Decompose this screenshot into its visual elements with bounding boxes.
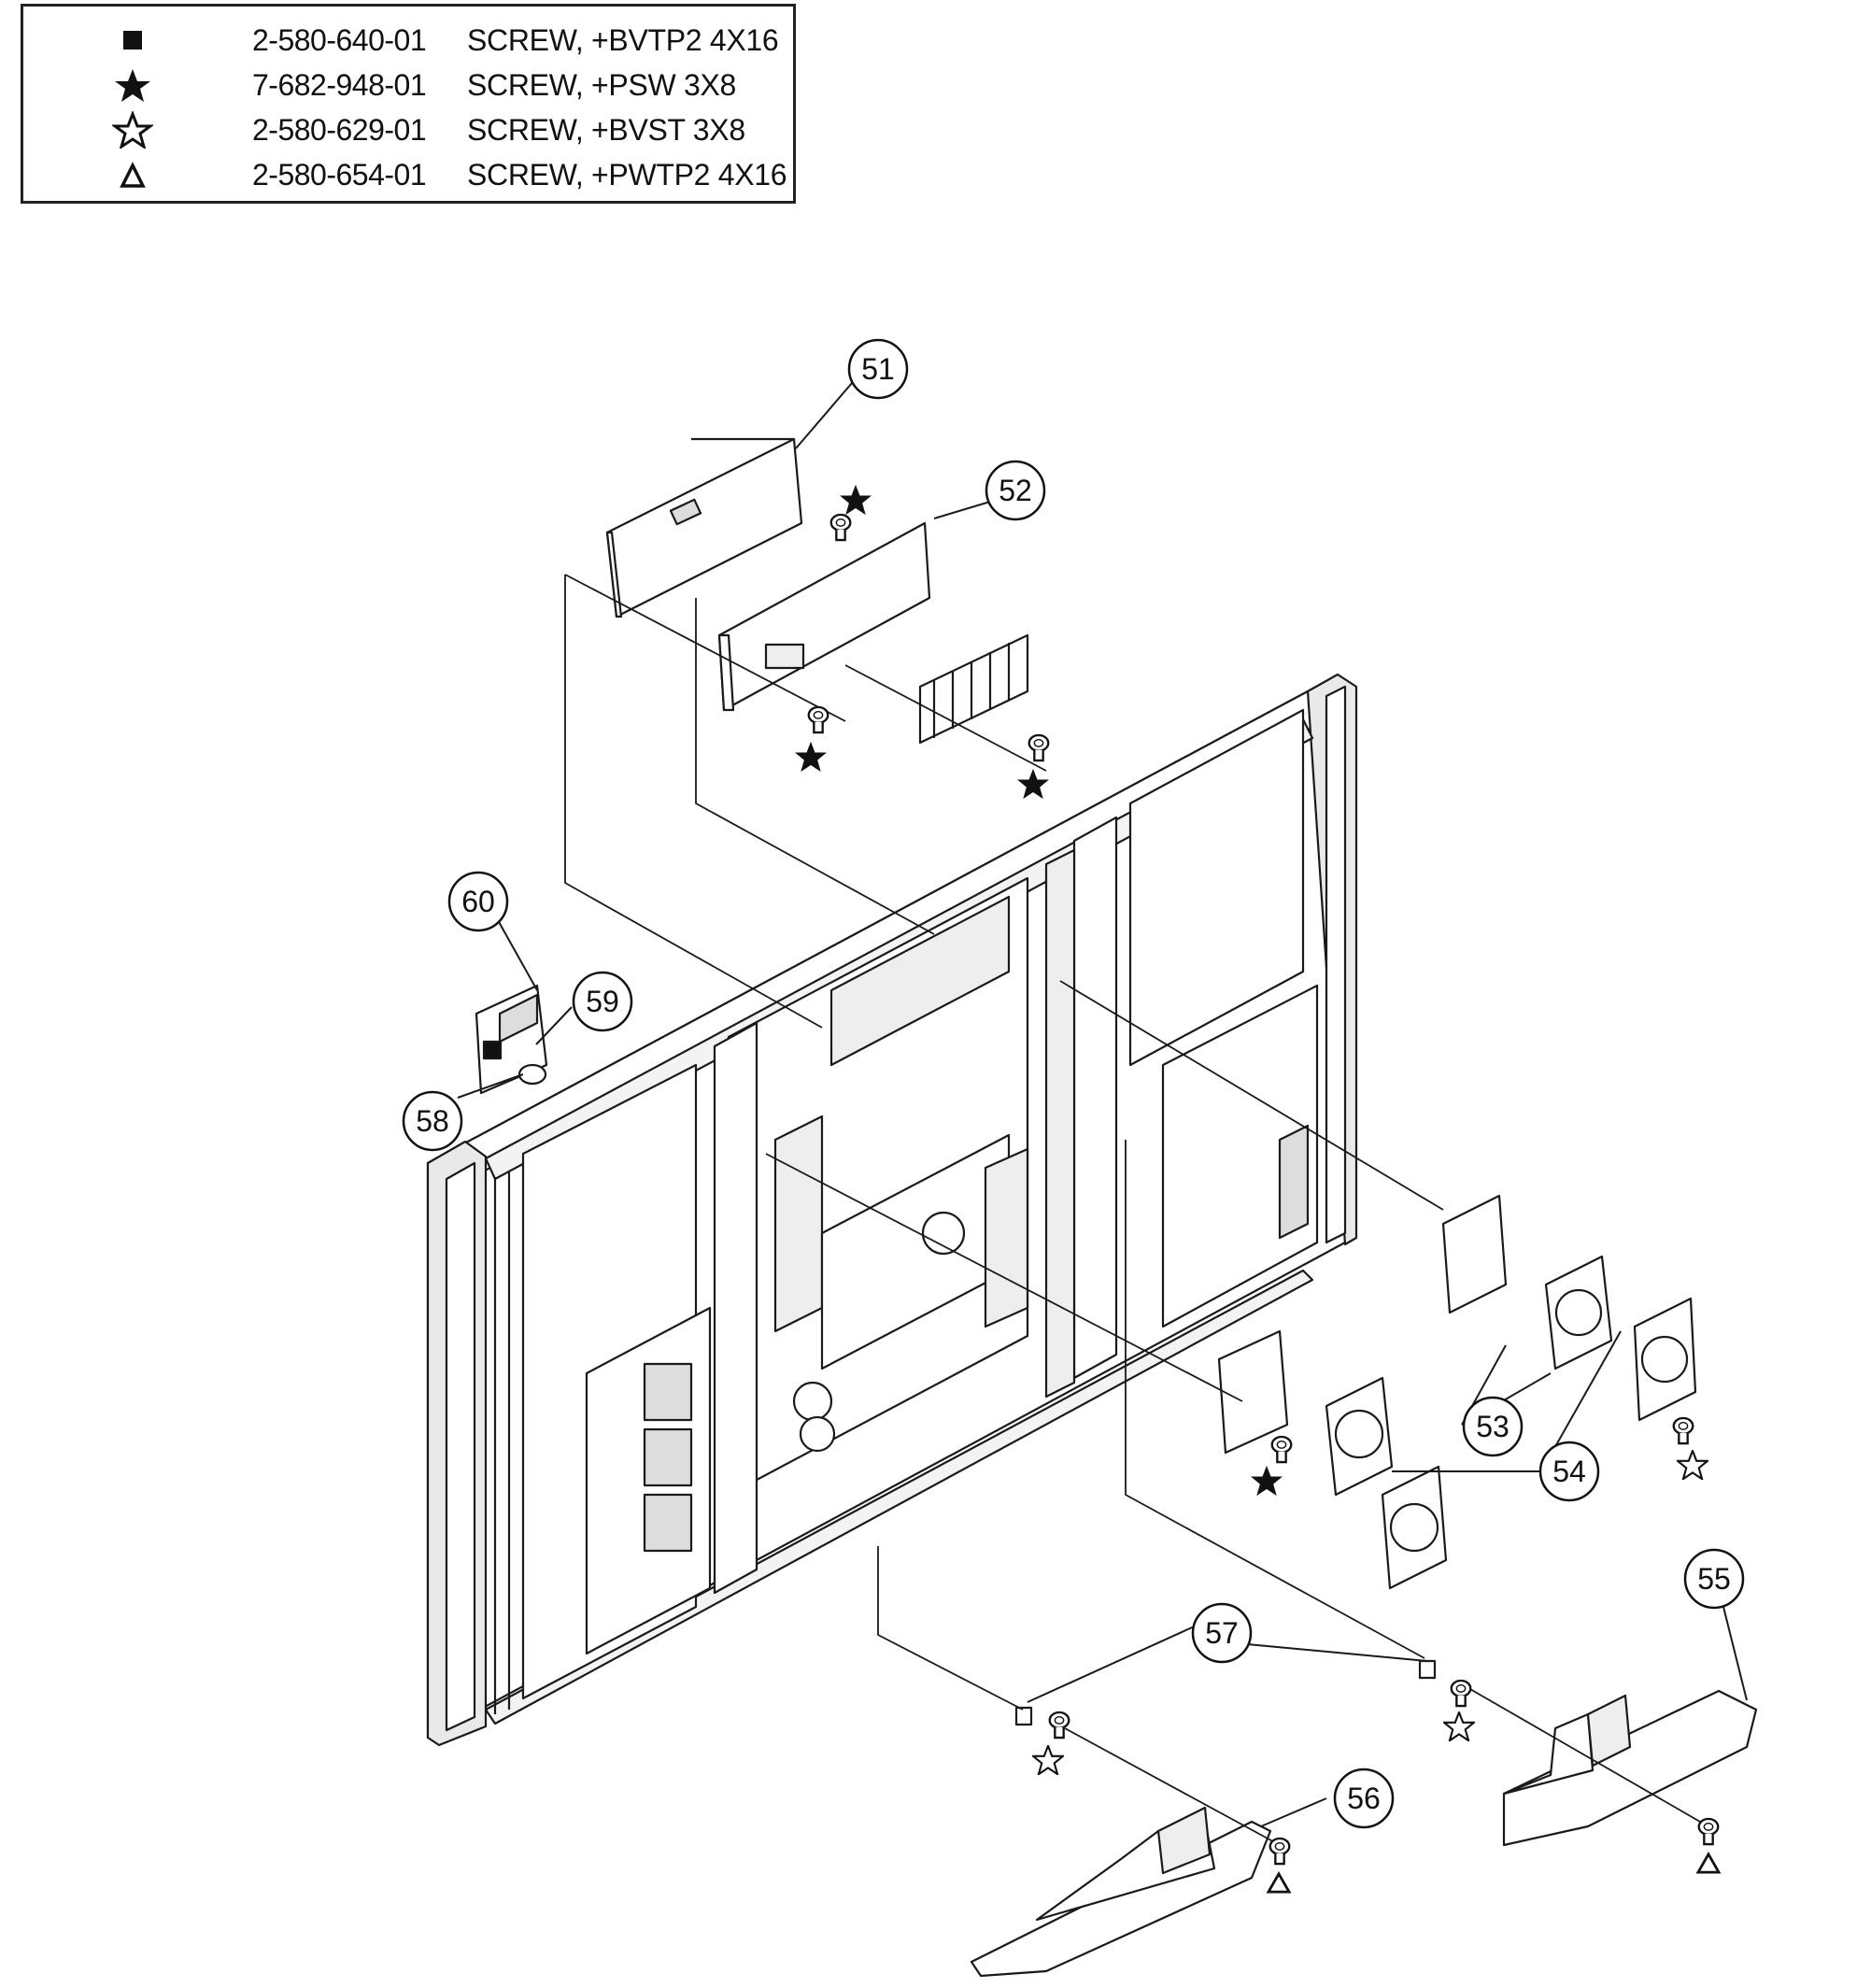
screw-icon <box>1048 1711 1070 1740</box>
legend-part-number: 2-580-640-01 <box>252 23 427 57</box>
heatsink <box>918 633 1029 745</box>
callout-60: 60 <box>447 871 509 932</box>
legend-row: 2-580-629-01 SCREW, +BVST 3X8 <box>23 107 793 152</box>
filled-star-icon <box>840 484 872 516</box>
callout-53: 53 <box>1462 1396 1524 1457</box>
filled-square-icon <box>123 31 142 50</box>
callout-56: 56 <box>1333 1768 1395 1829</box>
board-52 <box>717 521 931 712</box>
open-star-icon <box>1032 1745 1064 1775</box>
open-star-icon <box>1677 1450 1708 1480</box>
open-triangle-icon <box>120 162 146 188</box>
filled-star-icon <box>1017 768 1049 800</box>
open-star-icon <box>1443 1711 1475 1741</box>
guide-lines <box>564 574 1701 1846</box>
open-star-icon <box>112 111 153 149</box>
screw-icon <box>1697 1817 1720 1846</box>
callout-58: 58 <box>402 1090 463 1152</box>
open-triangle-icon <box>1267 1872 1291 1894</box>
legend-description: SCREW, +BVTP2 4X16 <box>467 23 779 57</box>
callout-label: 60 <box>461 885 495 918</box>
legend-row: 2-580-640-01 SCREW, +BVTP2 4X16 <box>23 18 793 63</box>
filled-star-icon <box>115 69 150 102</box>
stand-56 <box>970 1806 1272 1978</box>
screw-legend: 2-580-640-01 SCREW, +BVTP2 4X16 7-682-94… <box>21 4 796 204</box>
callout-label: 53 <box>1476 1410 1510 1443</box>
callout-label: 58 <box>416 1104 449 1138</box>
legend-description: SCREW, +BVST 3X8 <box>467 113 745 147</box>
filled-star-icon <box>1251 1465 1283 1497</box>
screw-icon <box>1269 1837 1291 1866</box>
legend-part-number: 2-580-654-01 <box>252 158 427 192</box>
callout-label: 54 <box>1552 1455 1586 1488</box>
bracket-58-60 <box>475 984 548 1095</box>
callout-label: 52 <box>999 474 1032 507</box>
center-board <box>727 876 1029 1497</box>
callout-label: 59 <box>586 985 619 1018</box>
screw-icon <box>1028 733 1050 762</box>
legend-part-number: 7-682-948-01 <box>252 68 427 102</box>
support-brackets <box>713 816 1118 1595</box>
legend-description: SCREW, +PWTP2 4X16 <box>467 158 787 192</box>
legend-part-number: 2-580-629-01 <box>252 113 427 147</box>
right-upper-board <box>1128 708 1319 1328</box>
callout-label: 51 <box>861 352 895 386</box>
open-triangle-icon <box>1696 1853 1721 1874</box>
callout-59: 59 <box>572 971 633 1032</box>
filled-star-icon <box>795 741 827 773</box>
callout-label: 56 <box>1347 1782 1381 1815</box>
callout-52: 52 <box>985 460 1046 521</box>
screw-icon <box>807 705 829 734</box>
callout-57: 57 <box>1191 1602 1253 1664</box>
callout-55: 55 <box>1683 1548 1745 1610</box>
left-board <box>493 1063 712 1714</box>
callout-label: 57 <box>1205 1616 1239 1650</box>
legend-row: 2-580-654-01 SCREW, +PWTP2 4X16 <box>23 152 793 197</box>
screw-icon <box>1270 1435 1293 1464</box>
legend-description: SCREW, +PSW 3X8 <box>467 68 737 102</box>
screw-icon <box>1672 1416 1694 1445</box>
legend-row: 7-682-948-01 SCREW, +PSW 3X8 <box>23 63 793 107</box>
callout-51: 51 <box>847 338 909 400</box>
callouts: 51 52 53 54 55 56 57 58 <box>402 338 1745 1829</box>
fan-assembly <box>1217 1194 1697 1590</box>
stand-55 <box>1502 1689 1758 1847</box>
bracket-57 <box>1014 1659 1437 1726</box>
callout-label: 55 <box>1697 1562 1731 1596</box>
screw-icon <box>1450 1679 1472 1708</box>
board-51 <box>605 437 803 618</box>
callout-54: 54 <box>1538 1441 1600 1502</box>
screw-icon <box>829 513 852 542</box>
